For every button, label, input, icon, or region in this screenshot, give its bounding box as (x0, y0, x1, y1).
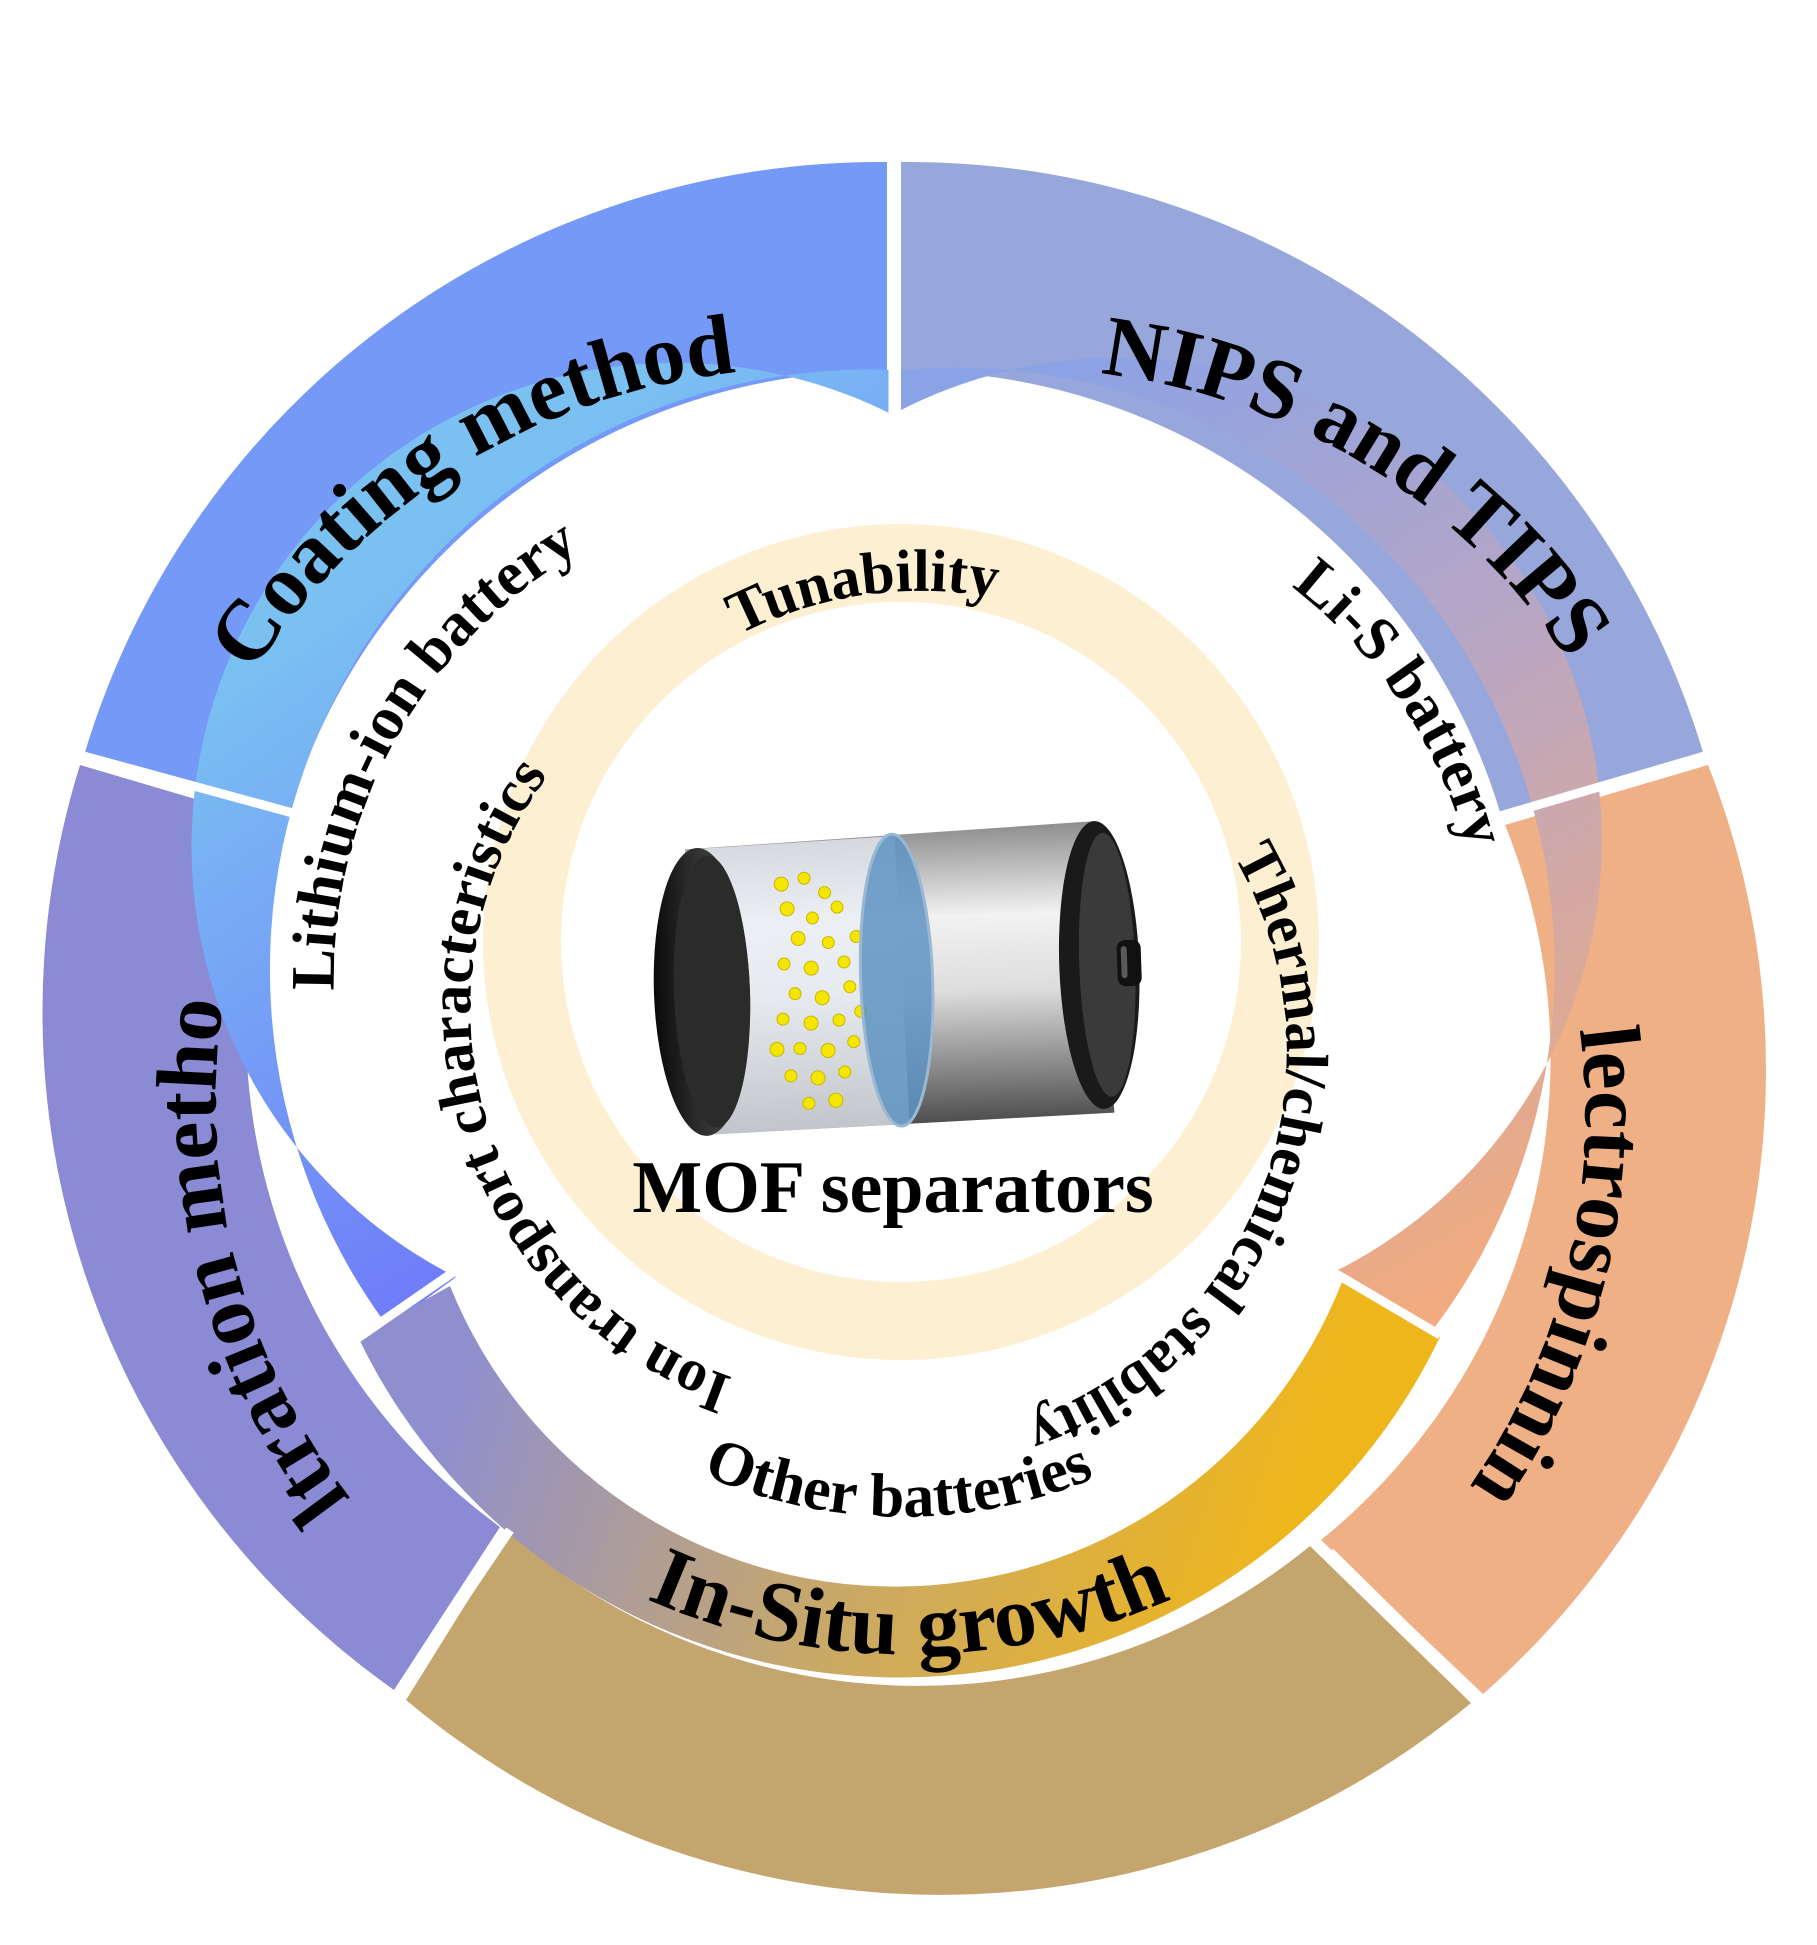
middle-ring (191, 357, 1602, 1678)
ion-particle (837, 955, 851, 969)
ion-particle (779, 901, 795, 917)
divider-upper-left (78, 750, 302, 820)
separator-disc (860, 834, 933, 1127)
ion-particle (821, 935, 835, 949)
ion-particle (769, 1041, 785, 1057)
battery-right-cap-face (1078, 832, 1136, 1097)
ion-particles (769, 871, 868, 1110)
ion-particle (830, 900, 844, 914)
ion-particle (838, 1065, 852, 1079)
center-title: MOF separators (632, 1147, 1153, 1229)
middle-sector-other (358, 1282, 1440, 1678)
ion-particle (832, 1013, 846, 1027)
battery-terminal-highlight (1120, 946, 1128, 979)
ion-particle (818, 886, 832, 900)
ion-particle (805, 911, 819, 925)
battery-terminal (1116, 939, 1142, 987)
outer-sector-filtration (42, 765, 501, 1690)
ion-particle (797, 871, 811, 885)
battery-left-chamber (694, 836, 910, 1135)
ion-particle (847, 1035, 861, 1049)
middle-sector-lithium-ion (191, 362, 894, 1327)
ion-particle (788, 987, 802, 1001)
battery-cylinder-icon (653, 821, 1142, 1136)
divider-upper-right (1498, 750, 1710, 821)
divider-lower-right (1326, 1548, 1482, 1702)
divider-middle-right (1335, 1271, 1443, 1339)
divider-lower-left (394, 1527, 514, 1699)
ion-particle (776, 1012, 790, 1026)
ion-particle (773, 876, 789, 892)
ring-dividers (78, 160, 1710, 1702)
ion-particle (777, 957, 791, 971)
ion-particle (802, 1096, 816, 1110)
ion-particle (810, 1070, 826, 1086)
outer-sector-electrospinning (1321, 765, 1766, 1694)
divider-middle-left (352, 1267, 458, 1344)
ion-particle (828, 1092, 844, 1108)
ion-particle (803, 960, 819, 976)
ion-particle (803, 1015, 819, 1031)
ion-particle (820, 1043, 836, 1059)
outer-label-insitu: In-Situ growth (639, 1528, 1179, 1674)
ion-particle (793, 1042, 807, 1056)
battery-left-cap-face (673, 855, 751, 1128)
ion-particle (790, 931, 806, 947)
outer-sector-insitu (406, 1533, 1471, 1895)
separator-disc-rim (858, 832, 935, 1128)
ion-particle (814, 990, 830, 1006)
ion-particle (843, 980, 857, 994)
ion-particle (784, 1069, 798, 1083)
